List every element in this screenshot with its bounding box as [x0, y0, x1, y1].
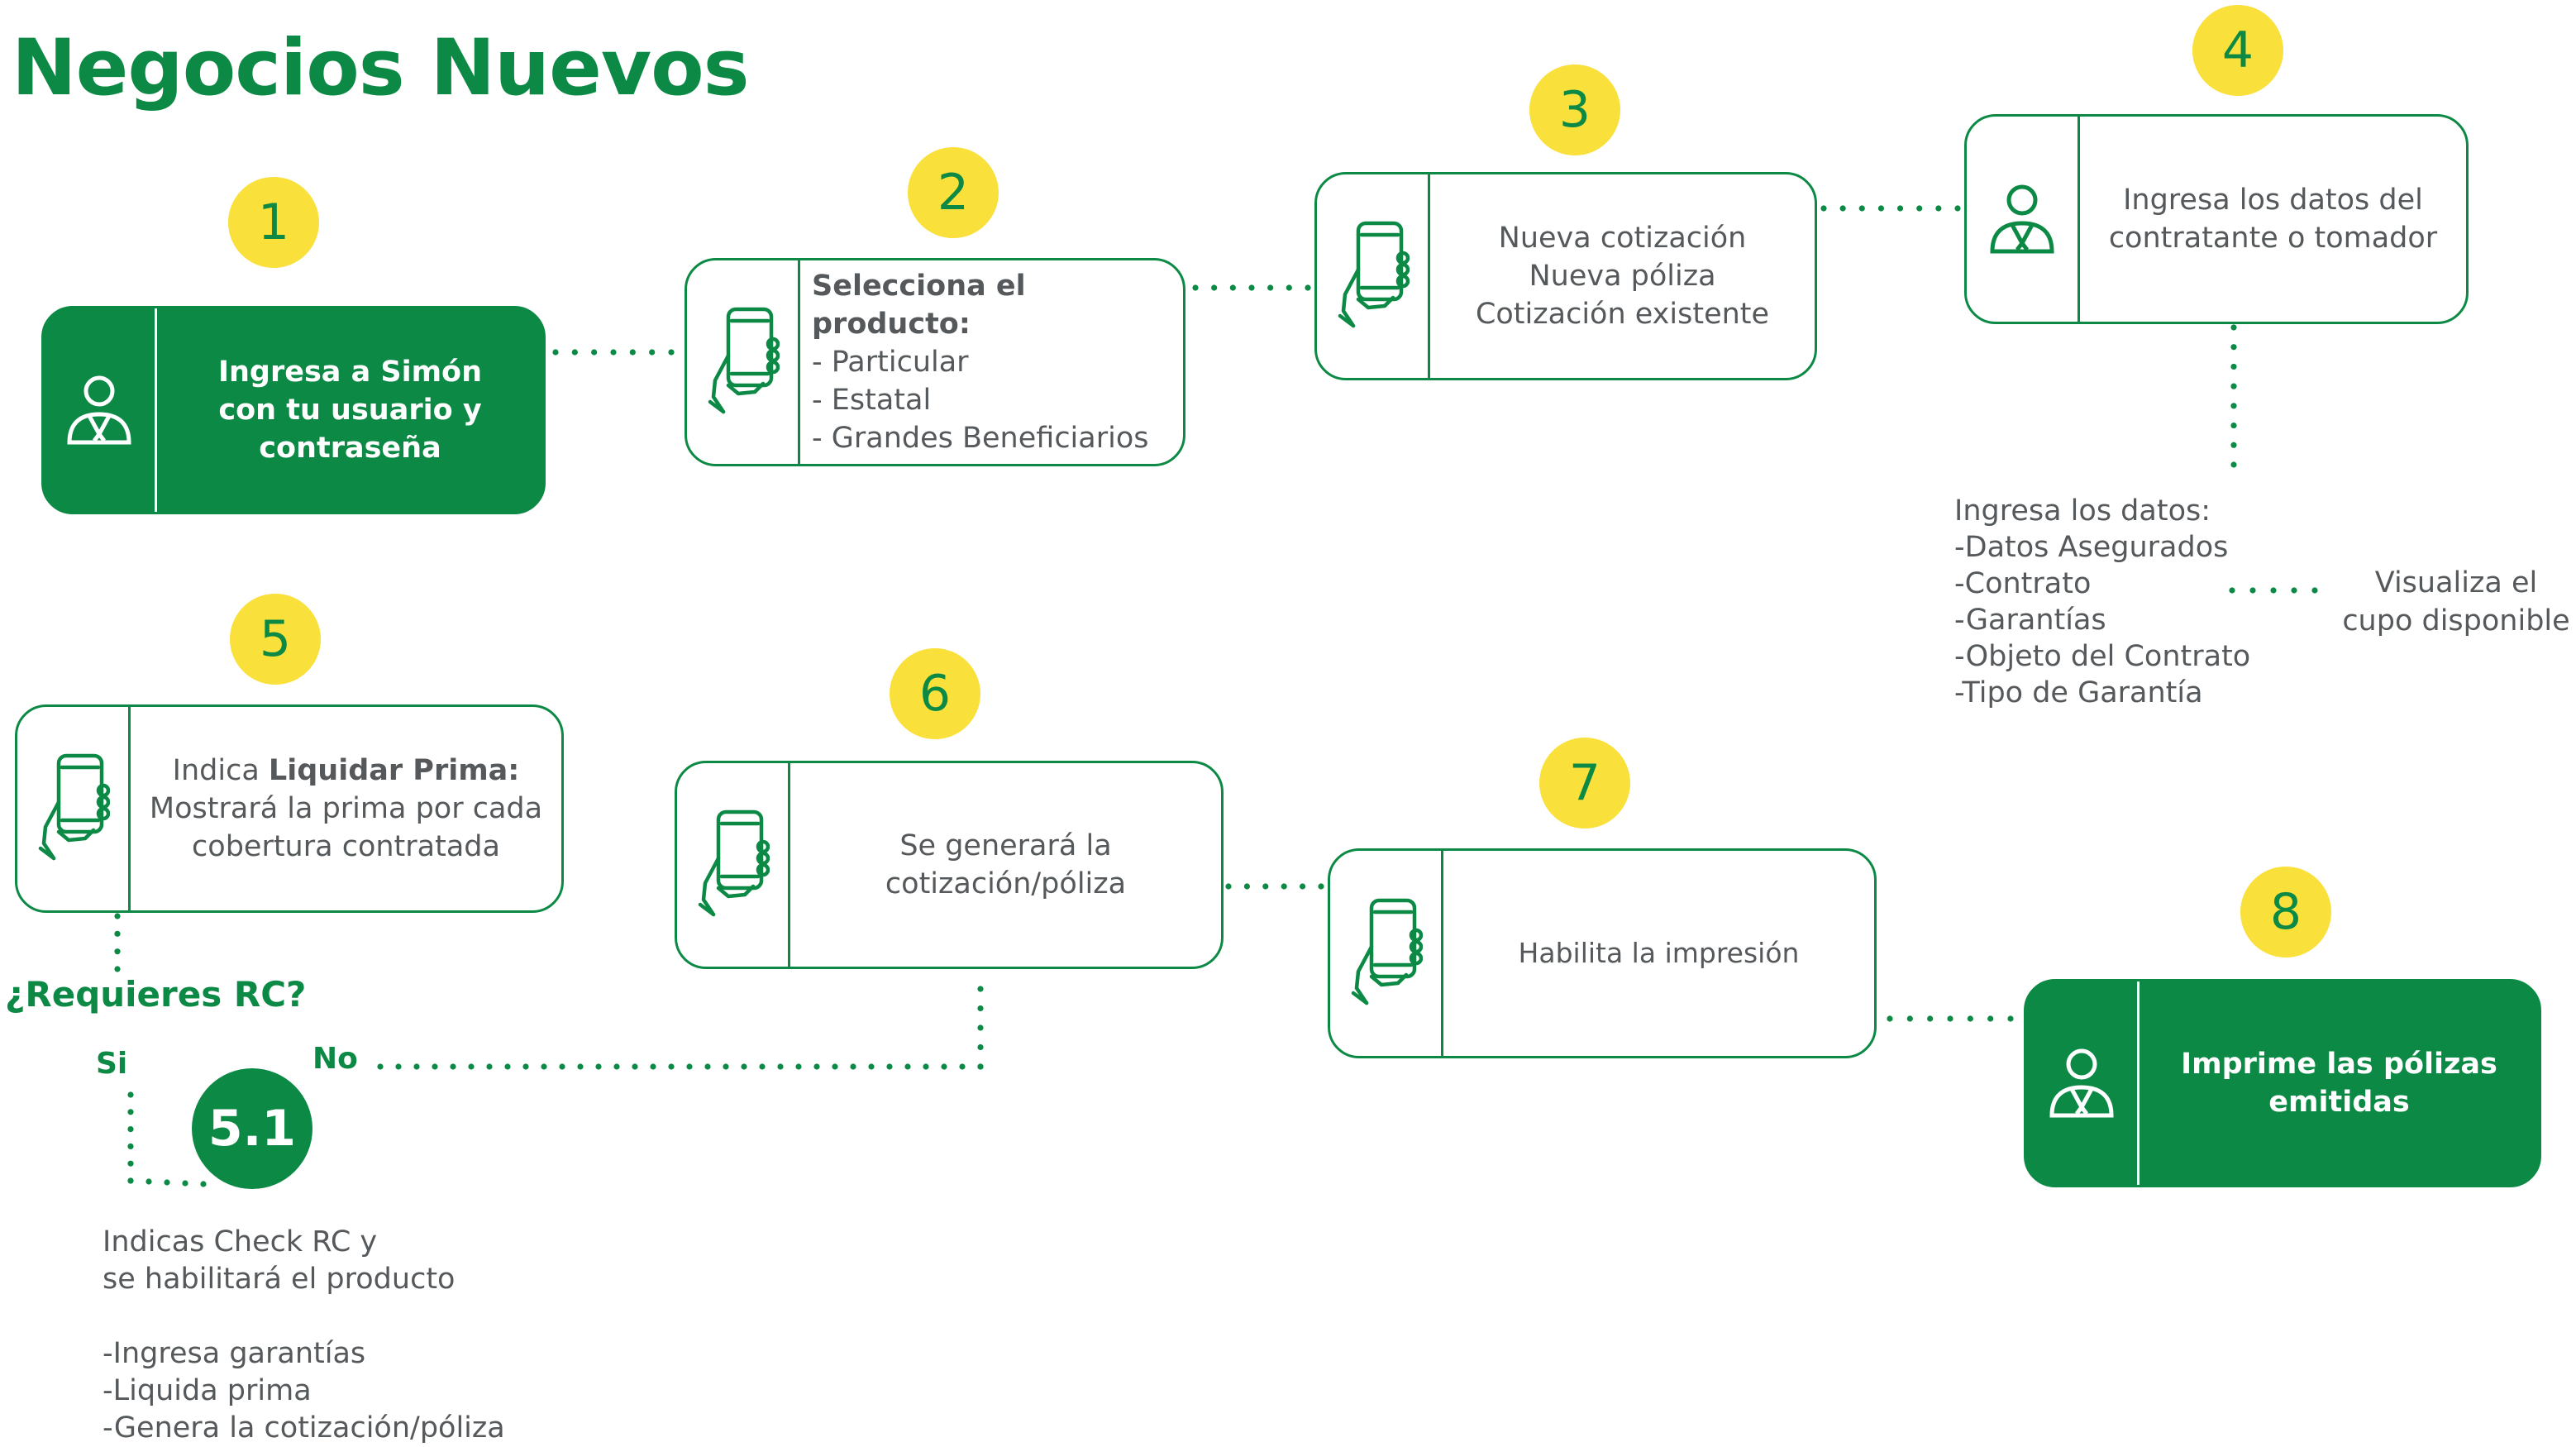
step-5-1-item-1: -Ingresa garantías: [103, 1337, 366, 1370]
step-4-details-item-2: -Contrato: [1954, 567, 2092, 600]
step-6-text: Se generará la cotización/póliza: [790, 763, 1221, 967]
phone-hand-icon: [38, 753, 110, 861]
step-5-1-item-2: -Liquida prima: [103, 1374, 312, 1407]
phone-hand-icon: [1338, 221, 1410, 328]
phone-hand-icon: [708, 307, 780, 414]
connector-5-decision: [114, 913, 121, 972]
decision-yes: Si: [96, 1047, 128, 1081]
step-2-icon-cell: [687, 260, 800, 464]
user-icon: [1990, 184, 2054, 254]
step-3-icon-cell: [1317, 174, 1430, 378]
connector-2-3: [1192, 284, 1311, 291]
step-3-text: Nueva cotización Nueva póliza Cotización…: [1430, 174, 1815, 378]
connector-7-8: [1887, 1015, 2014, 1022]
step-3-line-2: Nueva póliza: [1529, 260, 1716, 293]
step-8-line-1: Imprime las pólizas: [2181, 1048, 2497, 1081]
step-8-text: Imprime las pólizas emitidas: [2140, 981, 2539, 1185]
step-5-icon-cell: [17, 707, 131, 910]
step-4-box: Ingresa los datos del contratante o toma…: [1964, 114, 2469, 324]
user-icon: [2049, 1048, 2114, 1118]
step-3-line-3: Cotización existente: [1475, 298, 1770, 331]
step-5-line-3: cobertura contratada: [192, 830, 500, 863]
step-1-badge: 1: [228, 177, 319, 268]
step-2-item-3: - Grandes Beneficiarios: [812, 422, 1149, 455]
step-8-box: Imprime las pólizas emitidas: [2024, 979, 2541, 1187]
connector-1-2: [552, 349, 675, 356]
connector-details-note: [2229, 587, 2318, 594]
step-1-line-2: con tu usuario y: [218, 394, 482, 427]
step-5-first-line: Indica Liquidar Prima:: [150, 752, 542, 790]
step-8-badge: 8: [2240, 867, 2331, 958]
connector-no-6: [377, 986, 984, 1070]
step-4-details-heading: Ingresa los datos:: [1954, 494, 2211, 528]
decision-no: No: [312, 1042, 358, 1076]
step-3-line-1: Nueva cotización: [1498, 222, 1747, 255]
decision-question: ¿Requieres RC?: [5, 974, 307, 1015]
step-2-heading: Selecciona el producto:: [812, 270, 1026, 341]
step-4-icon-cell: [1967, 117, 2080, 322]
step-5-1-text: Indicas Check RC y se habilitará el prod…: [103, 1224, 505, 1447]
step-4-badge: 4: [2192, 5, 2283, 96]
step-5-bold: Liquidar Prima:: [268, 754, 520, 787]
step-5-line-2: Mostrará la prima por cada: [149, 792, 543, 825]
step-4-details-item-3: -Garantías: [1954, 604, 2106, 637]
step-7-icon-cell: [1330, 851, 1443, 1056]
step-1-icon-cell: [44, 308, 157, 512]
step-7-line-1: Habilita la impresión: [1518, 937, 1800, 969]
step-1-line-1: Ingresa a Simón: [217, 356, 483, 389]
step-6-box: Se generará la cotización/póliza: [675, 761, 1224, 969]
step-3-badge: 3: [1529, 64, 1620, 155]
connector-yes-5-1: [127, 1091, 207, 1187]
step-6-line-2: cotización/póliza: [885, 867, 1127, 900]
step-5-1-line-2: se habilitará el producto: [103, 1263, 456, 1296]
step-3-box: Nueva cotización Nueva póliza Cotización…: [1314, 172, 1817, 380]
step-5-badge: 5: [230, 594, 321, 685]
connector-3-4: [1820, 205, 1961, 212]
side-note-line-2: cupo disponible: [2342, 604, 2570, 638]
step-5-text: Indica Liquidar Prima: Mostrará la prima…: [131, 707, 561, 910]
step-2-badge: 2: [908, 147, 999, 238]
step-4-text: Ingresa los datos del contratante o toma…: [2080, 117, 2466, 322]
side-note-line-1: Visualiza el: [2374, 566, 2538, 599]
step-8-line-2: emitidas: [2268, 1086, 2410, 1119]
step-4-details-item-1: -Datos Asegurados: [1954, 531, 2229, 564]
step-4-details: Ingresa los datos: -Datos Asegurados -Co…: [1954, 493, 2250, 711]
step-2-item-1: - Particular: [812, 346, 969, 379]
step-5-1-badge: 5.1: [192, 1068, 312, 1189]
step-7-badge: 7: [1539, 738, 1630, 829]
step-2-item-2: - Estatal: [812, 384, 932, 417]
step-6-icon-cell: [677, 763, 790, 967]
step-5-1-line-1: Indicas Check RC y: [103, 1225, 378, 1258]
spacer: [103, 1298, 505, 1335]
phone-hand-icon: [1351, 898, 1423, 1005]
step-6-badge: 6: [890, 648, 980, 739]
step-4-details-item-5: -Tipo de Garantía: [1954, 676, 2203, 709]
step-5-box: Indica Liquidar Prima: Mostrará la prima…: [15, 704, 564, 913]
connector-4-details: [2230, 324, 2237, 468]
connector-6-7: [1225, 883, 1324, 890]
step-1-line-3: contraseña: [259, 432, 441, 465]
step-2-text: Selecciona el producto: - Particular - E…: [800, 260, 1183, 464]
step-4-details-item-4: -Objeto del Contrato: [1954, 640, 2251, 673]
step-7-text: Habilita la impresión: [1443, 851, 1874, 1056]
step-6-line-1: Se generará la: [899, 829, 1112, 862]
step-1-text: Ingresa a Simón con tu usuario y contras…: [157, 308, 543, 512]
page-title: Negocios Nuevos: [12, 23, 750, 113]
step-4-side-note: Visualiza el cupo disponible: [2336, 564, 2576, 640]
phone-hand-icon: [698, 809, 770, 917]
step-1-box: Ingresa a Simón con tu usuario y contras…: [41, 306, 546, 514]
step-5-prefix: Indica: [172, 754, 269, 787]
step-4-line-1: Ingresa los datos del: [2123, 184, 2423, 217]
step-8-icon-cell: [2026, 981, 2140, 1185]
step-7-box: Habilita la impresión: [1328, 848, 1877, 1058]
step-5-1-item-3: -Genera la cotización/póliza: [103, 1411, 505, 1445]
user-icon: [67, 375, 131, 445]
step-4-line-2: contratante o tomador: [2108, 222, 2438, 255]
step-2-box: Selecciona el producto: - Particular - E…: [685, 258, 1185, 466]
